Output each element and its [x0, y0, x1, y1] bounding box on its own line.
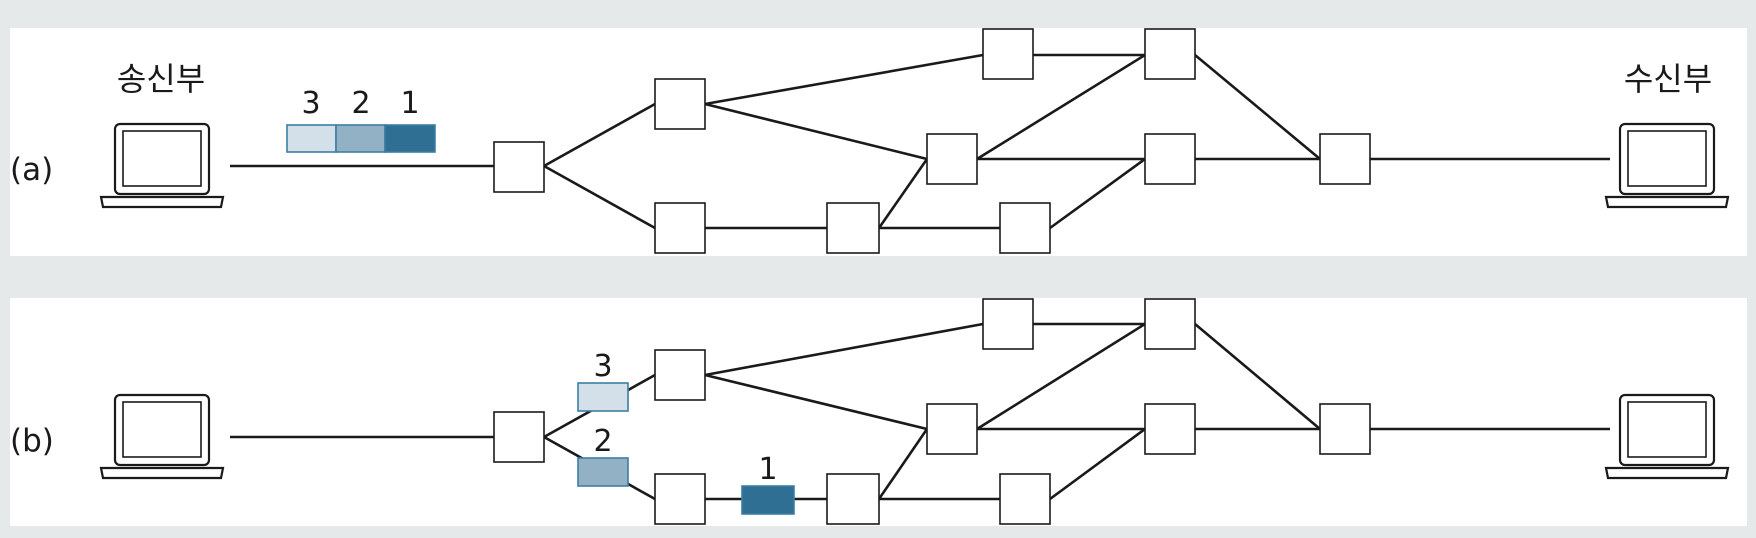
link: [976, 53, 1146, 161]
link: [1194, 54, 1321, 160]
link: [1049, 427, 1146, 501]
router-node: [654, 78, 706, 130]
router-node: [1144, 298, 1196, 350]
packet-1: [741, 485, 795, 515]
sender-label: 송신부: [117, 60, 205, 98]
packet-2-number: 2: [593, 424, 612, 459]
router-node: [654, 473, 706, 525]
laptop-display: [122, 130, 202, 187]
packet-3: [577, 382, 629, 412]
laptop-icon: [1604, 122, 1730, 209]
router-node: [654, 202, 706, 254]
router-node: [1144, 403, 1196, 455]
router-node: [826, 202, 880, 254]
panel-b-packets: 3 2 1: [577, 349, 795, 515]
laptop-icon: [99, 122, 225, 209]
laptop-base: [1604, 466, 1730, 480]
link: [704, 373, 928, 431]
router-node: [982, 298, 1034, 350]
link: [704, 102, 928, 161]
packet-1-number: 1: [758, 452, 777, 487]
packet-2-number: 2: [351, 86, 370, 121]
laptop-icon: [1604, 393, 1730, 480]
receiver-label: 수신부: [1624, 60, 1712, 98]
packet-3-number: 3: [593, 349, 612, 384]
router-node: [1319, 403, 1371, 455]
laptop-display: [1627, 130, 1707, 187]
packet-1-number: 1: [400, 86, 419, 121]
panel-a-packets: 3 2 1: [286, 86, 436, 153]
router-node: [654, 349, 706, 401]
router-node: [493, 141, 545, 193]
router-node: [999, 473, 1051, 525]
link: [704, 53, 984, 106]
panel-a-nodes: [493, 28, 1371, 254]
router-node: [926, 133, 978, 185]
link: [976, 322, 1146, 431]
packet-3-number: 3: [301, 86, 320, 121]
router-node: [493, 411, 545, 463]
link: [704, 322, 984, 377]
router-node: [826, 473, 880, 525]
panel-b-label: (b): [10, 423, 54, 459]
link: [877, 428, 929, 500]
panel-a-label: (a): [10, 152, 53, 188]
panel-a: 3 2 1 송신부 수신부 (a): [10, 28, 1747, 256]
packet-1: [384, 124, 436, 153]
panel-b-links: [230, 322, 1610, 501]
link: [543, 164, 656, 230]
router-node: [1319, 133, 1371, 185]
packet-2: [577, 457, 629, 487]
laptop-base: [99, 466, 225, 480]
link: [1194, 323, 1321, 430]
panel-a-links: [230, 53, 1610, 230]
link: [543, 102, 656, 168]
laptop-base: [99, 195, 225, 209]
router-node: [982, 28, 1034, 80]
laptop-icon: [99, 393, 225, 480]
laptop-base: [1604, 195, 1730, 209]
router-node: [999, 202, 1051, 254]
panel-b-nodes: [493, 298, 1371, 525]
laptop-display: [1627, 401, 1707, 458]
panel-b: 3 2 1 (b): [10, 298, 1747, 526]
router-node: [926, 403, 978, 455]
link: [1049, 157, 1146, 230]
packet-2: [335, 124, 386, 153]
laptop-display: [122, 401, 202, 458]
router-node: [1144, 133, 1196, 185]
link: [877, 158, 929, 229]
router-node: [1144, 28, 1196, 80]
packet-3: [286, 124, 337, 153]
